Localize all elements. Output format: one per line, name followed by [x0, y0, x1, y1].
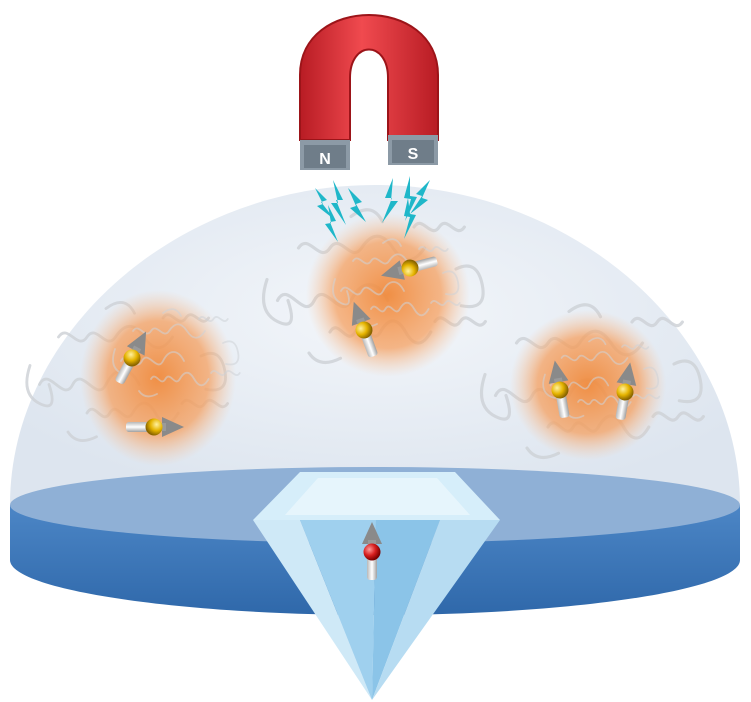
protein-cluster-right	[479, 303, 705, 460]
south-pole-label: S	[408, 146, 419, 163]
north-pole: N	[300, 140, 350, 170]
protein-cluster-center	[261, 208, 487, 377]
lightning-icon	[315, 188, 335, 220]
lightning-icon	[348, 188, 366, 222]
lightning-icon	[382, 178, 398, 223]
south-pole: S	[388, 135, 438, 165]
lightning-icon	[404, 198, 416, 239]
lightning-icon	[325, 205, 338, 242]
protein-cluster-left	[25, 290, 241, 466]
lightning-icon	[404, 176, 417, 221]
diamond-icon	[253, 472, 500, 700]
north-pole-label: N	[319, 151, 331, 168]
horseshoe-magnet-icon: N S	[299, 14, 439, 170]
lightning-icon	[410, 180, 430, 214]
